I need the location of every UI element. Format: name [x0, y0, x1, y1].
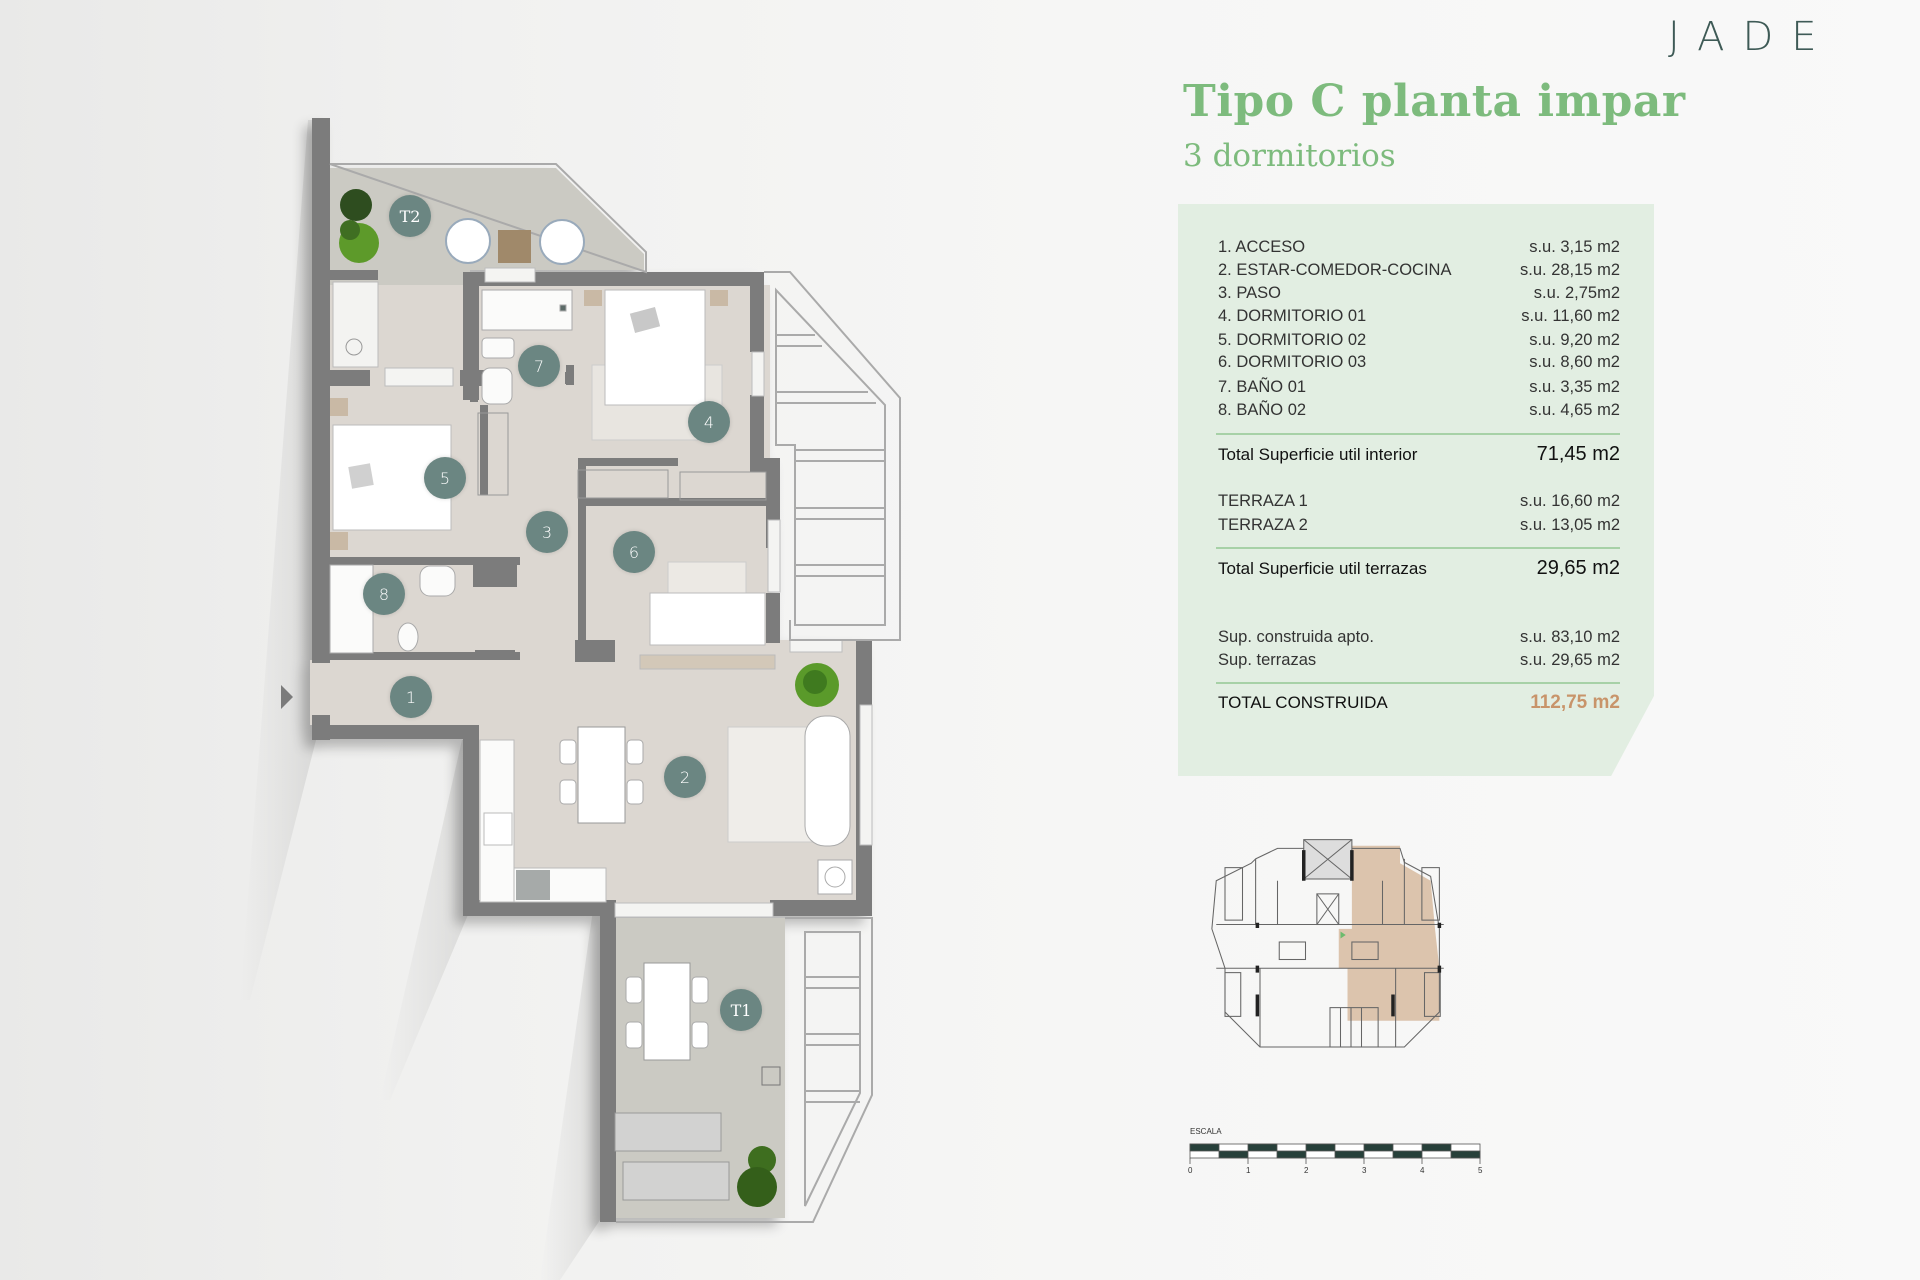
room-badge-dormitorio-03: 6 — [613, 531, 655, 573]
surfaces-panel: 1. ACCESO s.u. 3,15 m2 2. ESTAR-COMEDOR-C… — [1178, 204, 1654, 776]
surface-row: 8. BAÑO 02 s.u. 4,65 m2 — [1218, 401, 1620, 420]
terrace-value: s.u. 16,60 m2 — [1520, 492, 1620, 510]
wardrobes — [477, 412, 767, 501]
surface-row: 2. ESTAR-COMEDOR-COCINA s.u. 28,15 m2 — [1218, 261, 1620, 280]
surface-value: s.u. 9,20 m2 — [1529, 331, 1620, 349]
scale-tick: 1 — [1246, 1166, 1251, 1175]
page-title: Tipo C planta impar — [1183, 76, 1686, 127]
terrace-1-furniture — [614, 962, 781, 1207]
surface-value: s.u. 8,60 m2 — [1529, 353, 1620, 371]
total-terraces-row: Total Superficie util terrazas 29,65 m2 — [1218, 557, 1620, 580]
grand-total-row: TOTAL CONSTRUIDA 112,75 m2 — [1218, 692, 1620, 714]
bedroom-3-furniture — [649, 561, 766, 646]
scale-tick: 0 — [1188, 1166, 1193, 1175]
living-kitchen-furniture — [479, 654, 853, 903]
room-badge-terraza-2: T2 — [389, 195, 431, 237]
built-label: Sup. construida apto. — [1218, 628, 1374, 646]
windows — [384, 267, 873, 918]
surface-row: 5. DORMITORIO 02 s.u. 9,20 m2 — [1218, 331, 1620, 350]
cast-shadow — [240, 120, 600, 1280]
scale-tick: 5 — [1478, 1166, 1483, 1175]
surface-label: 7. BAÑO 01 — [1218, 378, 1307, 396]
bathroom-1-fixtures — [481, 289, 573, 405]
terrace-railings — [329, 163, 901, 1223]
room-badge-bano-01: 7 — [518, 345, 560, 387]
terrace-label: TERRAZA 1 — [1218, 492, 1308, 510]
surface-label: 3. PASO — [1218, 284, 1281, 302]
apartment-highlight — [1338, 845, 1440, 1021]
surface-label: 4. DORMITORIO 01 — [1218, 307, 1367, 325]
built-value: s.u. 29,65 m2 — [1520, 651, 1620, 669]
total-terraces-value: 29,65 m2 — [1536, 557, 1620, 579]
total-interior-row: Total Superficie util interior 71,45 m2 — [1218, 443, 1620, 466]
plant-icon — [795, 663, 839, 707]
plant-icon — [737, 1146, 777, 1207]
built-value: s.u. 83,10 m2 — [1520, 628, 1620, 646]
surface-label: 6. DORMITORIO 03 — [1218, 353, 1367, 371]
key-plan — [1211, 839, 1444, 1048]
terrace-row: TERRAZA 2 s.u. 13,05 m2 — [1218, 516, 1620, 535]
terrace-row: TERRAZA 1 s.u. 16,60 m2 — [1218, 492, 1620, 511]
terrace-label: TERRAZA 2 — [1218, 516, 1308, 534]
scale-bar — [1189, 1143, 1481, 1164]
room-badge-acceso: 1 — [390, 676, 432, 718]
surface-value: s.u. 2,75m2 — [1533, 284, 1620, 302]
room-badge-dormitorio-01: 4 — [688, 401, 730, 443]
surface-row: 1. ACCESO s.u. 3,15 m2 — [1218, 238, 1620, 257]
room-badge-terraza-1: T1 — [720, 989, 762, 1031]
surface-row: 7. BAÑO 01 s.u. 3,35 m2 — [1218, 378, 1620, 397]
total-interior-label: Total Superficie util interior — [1218, 445, 1418, 464]
surface-value: s.u. 3,15 m2 — [1529, 238, 1620, 256]
plant-icon — [339, 189, 379, 263]
room-badge-estar-comedor-cocina: 2 — [664, 756, 706, 798]
surface-row: 3. PASO s.u. 2,75m2 — [1218, 284, 1620, 303]
scale-label: ESCALA — [1190, 1127, 1222, 1136]
divider — [1216, 433, 1620, 435]
total-terraces-label: Total Superficie util terrazas — [1218, 559, 1427, 578]
scale-tick: 2 — [1304, 1166, 1309, 1175]
surface-value: s.u. 4,65 m2 — [1529, 401, 1620, 419]
grand-total-value: 112,75 m2 — [1530, 692, 1620, 713]
surface-value: s.u. 3,35 m2 — [1529, 378, 1620, 396]
built-row: Sup. terrazas s.u. 29,65 m2 — [1218, 651, 1620, 670]
room-badge-paso: 3 — [526, 511, 568, 553]
brand-logo: JADE — [1668, 14, 1835, 60]
surface-row: 4. DORMITORIO 01 s.u. 11,60 m2 — [1218, 307, 1620, 326]
surface-row: 6. DORMITORIO 03 s.u. 8,60 m2 — [1218, 353, 1620, 372]
surface-label: 8. BAÑO 02 — [1218, 401, 1307, 419]
built-row: Sup. construida apto. s.u. 83,10 m2 — [1218, 628, 1620, 647]
entrance-arrow-icon — [281, 685, 293, 709]
surface-label: 2. ESTAR-COMEDOR-COCINA — [1218, 261, 1452, 279]
room-badge-dormitorio-02: 5 — [424, 457, 466, 499]
total-interior-value: 71,45 m2 — [1536, 443, 1620, 465]
surface-value: s.u. 11,60 m2 — [1521, 307, 1620, 325]
surface-label: 1. ACCESO — [1218, 238, 1306, 256]
divider — [1216, 682, 1620, 684]
page-subtitle: 3 dormitorios — [1183, 138, 1396, 174]
scale-tick: 3 — [1362, 1166, 1367, 1175]
terrace-2-furniture — [332, 189, 585, 368]
surface-value: s.u. 28,15 m2 — [1520, 261, 1620, 279]
built-label: Sup. terrazas — [1218, 651, 1317, 669]
grand-total-label: TOTAL CONSTRUIDA — [1218, 693, 1388, 712]
bathroom-2-fixtures — [329, 564, 456, 654]
room-badge-bano-02: 8 — [363, 573, 405, 615]
scale-tick: 4 — [1420, 1166, 1425, 1175]
divider — [1216, 547, 1620, 549]
surface-label: 5. DORMITORIO 02 — [1218, 331, 1367, 349]
terrace-value: s.u. 13,05 m2 — [1520, 516, 1620, 534]
